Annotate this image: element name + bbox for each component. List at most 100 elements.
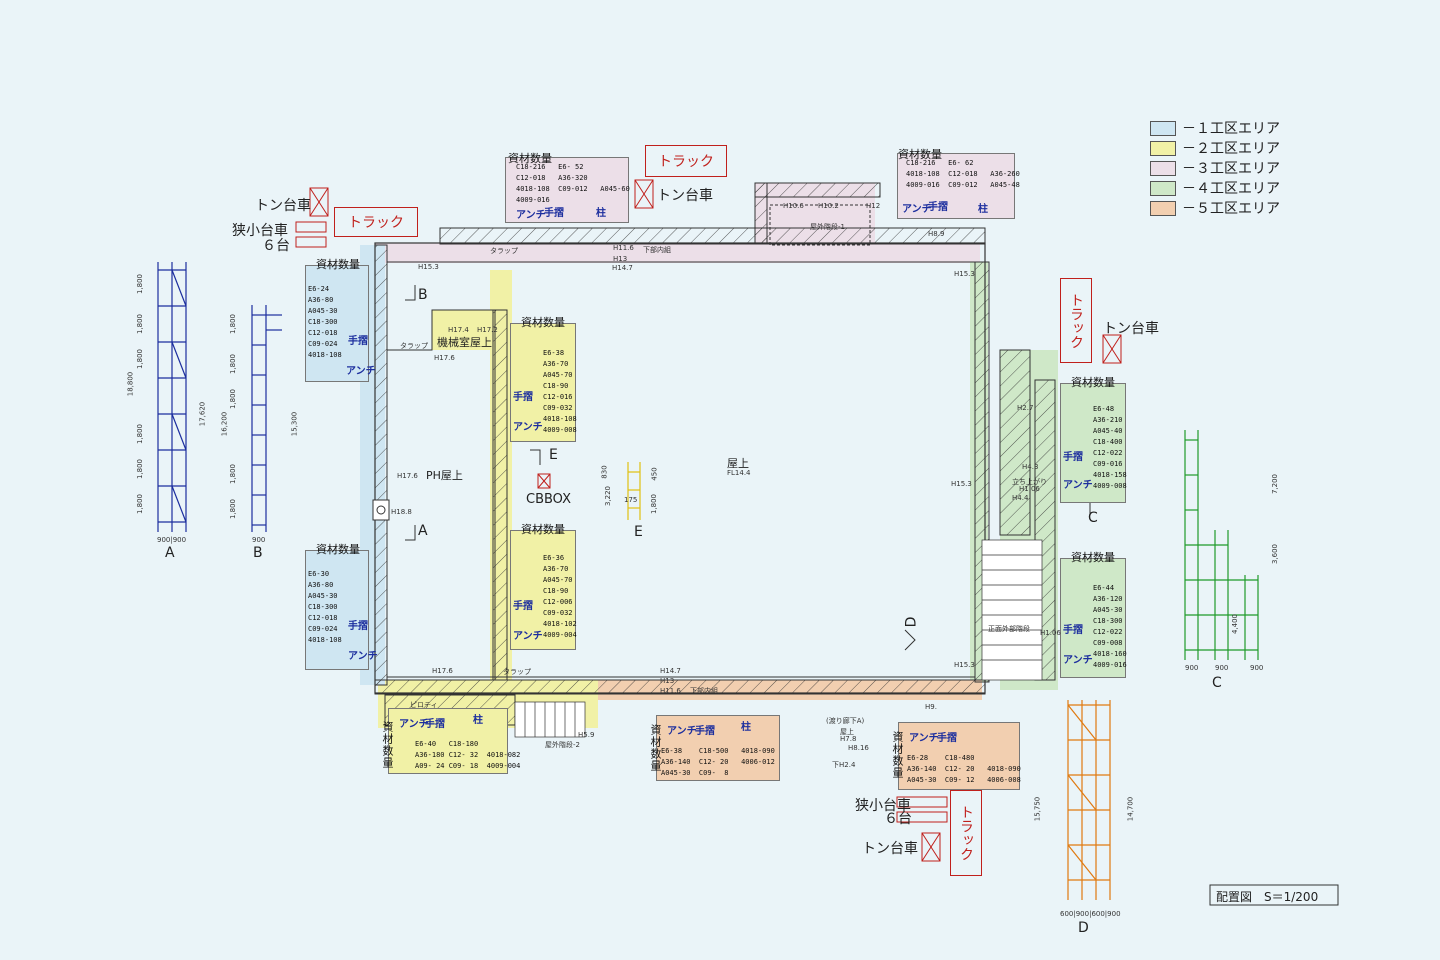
elevation-d <box>1067 700 1111 900</box>
ton-cart-label: トン台車 <box>255 198 311 214</box>
legend-swatch <box>1150 180 1176 196</box>
anchi-label: アンチ <box>346 366 376 377</box>
zone-2-machine <box>432 310 492 350</box>
hashira-label: 柱 <box>596 208 606 219</box>
legend-label: －４工区エリア <box>1182 181 1280 197</box>
elevation-a-total: 18,800 <box>126 371 135 397</box>
tesuri-label: 手摺 <box>348 336 368 347</box>
anchi-label: アンチ <box>667 726 697 737</box>
height-label: H14.7 <box>612 264 633 272</box>
elevation-a-dim: 1,800 <box>136 423 145 445</box>
height-label: H17.6 <box>432 667 453 675</box>
section-letter-e: E <box>549 447 558 463</box>
scaffold-south <box>374 679 986 695</box>
tarap-label: タラップ <box>490 247 518 255</box>
materials-title: 資材数量 <box>316 258 360 271</box>
legend-label: －１工区エリア <box>1182 121 1280 137</box>
height-label: H17.2 <box>477 326 498 334</box>
materials-title: 資材数量 <box>649 724 662 772</box>
height-label: H13 <box>613 255 628 263</box>
elevation-c-sub: 4,400 <box>1231 613 1240 635</box>
height-label: H11.6 <box>613 244 634 252</box>
materials-bottom-right: 資材数量 E6-28 C18-480 A36-140 C12- 20 4018-… <box>891 722 1021 790</box>
height-label: H7.8 <box>840 735 857 743</box>
anchi-label: アンチ <box>909 733 939 744</box>
lower-frame-label: 下部内組 <box>643 246 671 254</box>
ph-rooftop-label: PH屋上 <box>426 469 463 482</box>
elevation-e-width: 830 <box>600 465 609 479</box>
height-label: H10.2 <box>818 202 839 210</box>
elevation-c-bottom: 900 <box>1185 664 1199 672</box>
anchi-label: アンチ <box>1063 655 1093 666</box>
materials-title: 資材数量 <box>521 523 565 536</box>
elevation-a-dim: 1,800 <box>136 273 145 295</box>
height-label: H15.3 <box>951 480 972 488</box>
materials-list: E6-24 A36-80 A045-30 C18-300 C12-018 C09… <box>308 285 342 359</box>
exterior-stair-label: 屋外階段-1 <box>810 223 845 231</box>
materials-list: E6-28 C18-480 A36-140 C12- 20 4018-090 A… <box>907 754 1021 784</box>
corridor-label: (渡り廊下A) <box>826 717 865 725</box>
cart-markers <box>295 179 1122 862</box>
ton-cart-label: トン台車 <box>862 841 918 857</box>
tesuri-label: 手摺 <box>937 733 957 744</box>
elevation-a-dim: 1,800 <box>136 348 145 370</box>
legend-label: －５工区エリア <box>1182 201 1280 217</box>
lower-frame-label: 下部内組 <box>690 687 718 695</box>
section-letter-b: B <box>418 287 428 303</box>
section-letter-d: D <box>903 616 920 628</box>
tesuri-label: 手摺 <box>544 208 564 219</box>
elevation-b-label: B <box>253 545 263 561</box>
height-label: H15.3 <box>418 263 439 271</box>
anchi-label: アンチ <box>513 422 543 433</box>
materials-list: E6-30 A36-80 A045-30 C18-300 C12-018 C09… <box>308 570 342 644</box>
elevation-d-mid: 14,700 <box>1126 796 1135 822</box>
materials-bottom-center: 資材数量 E6-38 C18-500 4018-090 A36-140 C12-… <box>649 715 780 781</box>
rise-label: 立ち上がり <box>1012 478 1047 486</box>
height-label: H1.06 <box>1019 485 1040 493</box>
height-label: H15.3 <box>954 270 975 278</box>
ph-box <box>372 499 390 521</box>
materials-left-bottom: 資材数量 E6-30 A36-80 A045-30 C18-300 C12-01… <box>305 543 378 670</box>
elevation-c-bottom: 900 <box>1215 664 1229 672</box>
height-label: H5.9 <box>578 731 595 739</box>
tesuri-label: 手摺 <box>695 726 715 737</box>
height-label: H17.6 <box>397 472 418 480</box>
tesuri-label: 手摺 <box>513 392 533 403</box>
main-stair-label: 正面外部階段 <box>988 625 1030 633</box>
height-label: H10.6 <box>783 202 804 210</box>
materials-title: 資材数量 <box>381 721 394 769</box>
elevation-c-total: 7,200 <box>1271 473 1280 495</box>
materials-left-top: 資材数量 E6-24 A36-80 A045-30 C18-300 C12-01… <box>305 258 376 382</box>
elevation-b-dim: 1,800 <box>229 498 238 520</box>
height-label: H13 <box>660 677 675 685</box>
anchi-label: アンチ <box>516 210 546 221</box>
materials-title: 資材数量 <box>1071 551 1115 564</box>
tesuri-label: 手摺 <box>513 601 533 612</box>
hashira-label: 柱 <box>473 715 483 726</box>
tesuri-label: 手摺 <box>1063 625 1083 636</box>
tesuri-label: 手摺 <box>425 719 445 730</box>
height-label: H9. <box>925 703 937 711</box>
truck-box: トラック <box>1060 278 1092 363</box>
truck-box: トラック <box>334 207 418 237</box>
elevation-d-label: D <box>1078 920 1089 936</box>
piloti-label: ピロティ <box>410 701 438 709</box>
scale-box <box>1209 884 1339 906</box>
materials-list: E6-44 A36-120 A045-30 C18-300 C12-022 C0… <box>1093 584 1127 669</box>
six-units-label: ６台 <box>262 238 290 254</box>
elevation-e-label: E <box>634 524 643 540</box>
legend-item: －３工区エリア <box>1150 158 1280 178</box>
materials-right-bottom: 資材数量 E6-44 A36-120 A045-30 C18-300 C12-0… <box>1060 551 1127 678</box>
legend-swatch <box>1150 160 1176 176</box>
legend-item: －１工区エリア <box>1150 118 1280 138</box>
tesuri-label: 手摺 <box>1063 452 1083 463</box>
anchi-label: アンチ <box>399 719 429 730</box>
scaffold-north <box>439 227 986 245</box>
anchi-label: アンチ <box>1063 480 1093 491</box>
materials-title: 資材数量 <box>898 148 942 161</box>
ton-cart-label: トン台車 <box>1103 321 1159 337</box>
anchi-label: アンチ <box>513 631 543 642</box>
section-letter-c: C <box>1088 510 1098 526</box>
legend-item: －２工区エリア <box>1150 138 1280 158</box>
tesuri-label: 手摺 <box>348 621 368 632</box>
